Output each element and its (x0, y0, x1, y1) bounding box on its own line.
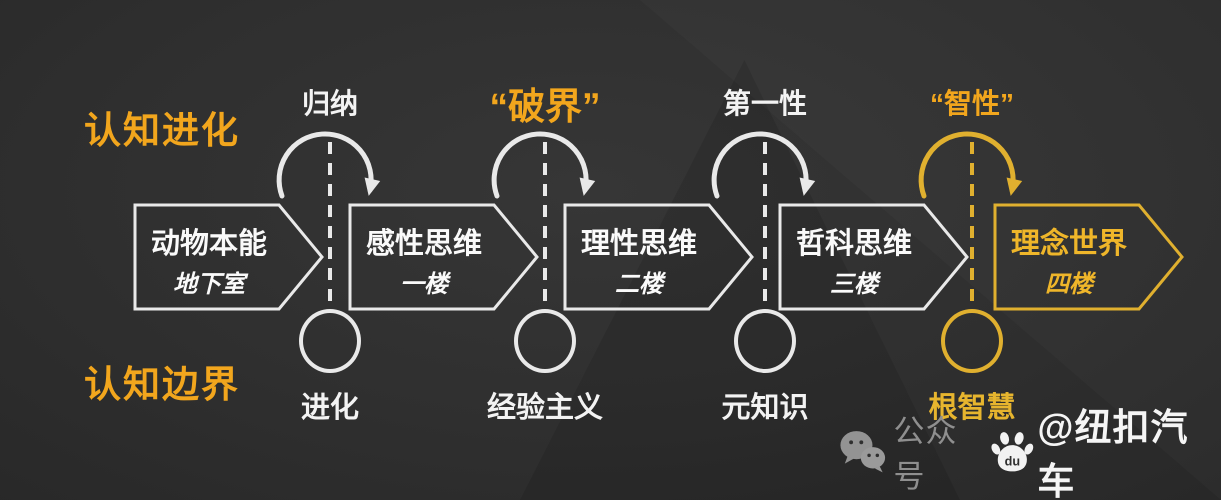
arrow-pentagon-shape (993, 203, 1184, 311)
svg-text:du: du (1004, 455, 1019, 469)
watermark: 公众号 du @纽扣汽车 (838, 407, 1221, 500)
stage-floor-label: 四楼 (1045, 271, 1093, 298)
arc-arrow-icon (276, 131, 381, 199)
transition-label: 归纳 (301, 88, 358, 119)
stage-philosophical-thinking: 哲科思维 三楼 (778, 203, 970, 311)
stage-floor-label: 二楼 (615, 271, 663, 298)
dashed-boundary-line (763, 142, 767, 312)
boundary-circle (299, 309, 361, 373)
stage-title: 哲科思维 (795, 228, 912, 260)
dashed-boundary-line (543, 142, 547, 312)
stage-floor-label: 一楼 (400, 271, 448, 298)
arrow-pentagon-shape (778, 203, 969, 311)
wechat-icon (840, 431, 886, 473)
stage-title: 动物本能 (150, 228, 267, 260)
stage-perceptual-thinking: 感性思维 一楼 (348, 203, 540, 311)
boundary-circle (734, 309, 796, 373)
boundary-label: 进化 (300, 392, 359, 424)
boundary-circle (941, 309, 1003, 373)
stage-title: 理性思维 (580, 228, 697, 260)
axis-label-cognitive-evolution: 认知进化 (84, 110, 240, 151)
transition-wisdom: “智性” 根智慧 (877, 78, 1067, 448)
transition-first-principle: 第一性 元知识 (670, 78, 860, 448)
arc-arrow-icon (918, 131, 1023, 199)
stage-rational-thinking: 理性思维 二楼 (563, 203, 755, 311)
boundary-label: 元知识 (721, 392, 809, 424)
stage-floor-label: 三楼 (830, 271, 878, 298)
arrow-pentagon-shape (133, 203, 324, 311)
stage-floor-label: 地下室 (173, 271, 245, 298)
boundary-circle (514, 309, 576, 373)
axis-label-cognitive-boundary: 认知边界 (84, 364, 240, 405)
watermark-platform-label: 公众号 (893, 414, 958, 494)
transition-label: 第一性 (722, 88, 807, 119)
transition-label: “破界” (489, 86, 601, 127)
watermark-account-name: @纽扣汽车 (1037, 407, 1189, 500)
boundary-label: 根智慧 (928, 392, 1016, 424)
arc-arrow-icon (491, 131, 596, 199)
transition-label: “智性” (929, 88, 1014, 119)
arc-arrow-icon (711, 131, 816, 199)
arrow-pentagon-shape (348, 203, 539, 311)
transition-breaking-boundary: “破界” 经验主义 (450, 78, 640, 448)
baidu-paw-icon: du (991, 432, 1033, 472)
stage-title: 感性思维 (365, 228, 482, 260)
dashed-boundary-line (970, 142, 974, 312)
boundary-label: 经验主义 (486, 392, 603, 424)
stage-title: 理念世界 (1010, 228, 1127, 260)
dashed-boundary-line (328, 142, 332, 312)
transition-induction: 归纳 进化 (235, 78, 425, 448)
arrow-pentagon-shape (563, 203, 754, 311)
stage-animal-instinct: 动物本能 地下室 (133, 203, 325, 311)
stage-world-of-ideas: 理念世界 四楼 (993, 203, 1185, 311)
